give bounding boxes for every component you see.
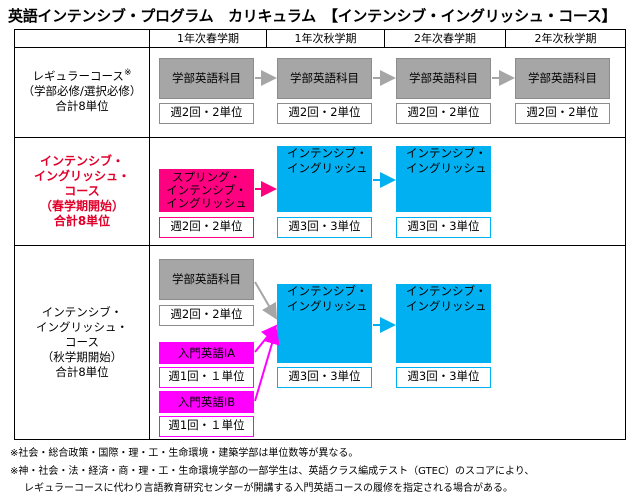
spring-box-line1: スプリング・ [172, 170, 241, 184]
intensive-english-unit-spring-1: 週3回・3単位 [277, 217, 372, 238]
regular-label-line1: レギュラーコース [32, 68, 124, 83]
regular-label-line2: （学部必修/選択必修） [22, 83, 142, 98]
spring-label-line2: イングリッシュ・ [33, 169, 130, 183]
faculty-english-unit-1: 週2回・2単位 [159, 103, 254, 124]
regular-label-line3: 合計8単位 [55, 98, 109, 113]
spring-box-line2: インテンシブ・ [166, 183, 247, 197]
box-label: 学部英語科目 [172, 71, 241, 85]
intensive-line2: イングリッシュ [406, 161, 487, 175]
intensive-english-box-autumn-1: インテンシブ・ イングリッシュ [277, 284, 372, 363]
box-label: 学部英語科目 [290, 71, 359, 85]
header-divider-2 [384, 29, 385, 48]
spring-label-line1: インテンシブ・ [39, 154, 124, 168]
faculty-english-box-3: 学部英語科目 [396, 58, 491, 99]
autumn-intensive-label: インテンシブ・ イングリッシュ・ コース （秋学期開始） 合計8単位 [15, 305, 149, 380]
autumn-label-line3: コース [65, 335, 99, 349]
autumn-label-line4: （秋学期開始） [41, 350, 123, 364]
note-1: ※社会・総合政策・国際・理・工・生命環境・建築学部は単位数等が異なる。 [10, 448, 359, 459]
page-title: 英語インテンシブ・プログラム カリキュラム 【インテンシブ・イングリッシュ・コー… [8, 7, 617, 25]
spring-intensive-box: スプリング・ インテンシブ・ イングリッシュ [159, 169, 254, 212]
arrow-autumn-faculty [254, 281, 278, 320]
faculty-english-unit-4: 週2回・2単位 [515, 103, 610, 124]
faculty-english-unit-3: 週2回・2単位 [396, 103, 491, 124]
faculty-english-box-2: 学部英語科目 [277, 58, 372, 99]
row-divider-1 [14, 137, 626, 138]
intensive-line2: イングリッシュ [287, 161, 368, 175]
intro-english-1a-unit: 週1回・１単位 [159, 367, 254, 388]
note-3: レギュラーコースに代わり言語教育研究センターが開講する入門英語コースの履修を指定… [24, 483, 513, 494]
intensive-english-box-spring-2: インテンシブ・ イングリッシュ [396, 146, 491, 212]
faculty-english-unit-2: 週2回・2単位 [277, 103, 372, 124]
intro-english-1b-unit: 週1回・１単位 [159, 416, 254, 437]
intensive-line1: インテンシブ・ [287, 146, 368, 160]
header-year2-spring: 2年次春学期 [414, 32, 476, 45]
box-label: 学部英語科目 [409, 71, 478, 85]
spring-intensive-unit: 週2回・2単位 [159, 217, 254, 238]
note-2: ※神・社会・法・経済・商・理・工・生命環境学部の一部学生は、英語クラス編成テスト… [10, 466, 535, 477]
autumn-label-line2: イングリッシュ・ [36, 320, 128, 334]
faculty-english-box-4: 学部英語科目 [515, 58, 610, 99]
intensive-line1: インテンシブ・ [406, 284, 487, 298]
intensive-english-unit-spring-2: 週3回・3単位 [396, 217, 491, 238]
regular-label-mark: ※ [123, 68, 132, 78]
row-divider-2 [14, 245, 626, 246]
faculty-english-unit-autumn: 週2回・2単位 [159, 305, 254, 326]
faculty-english-box-1: 学部英語科目 [159, 58, 254, 99]
intro-english-1a-box: 入門英語ⅠA [159, 342, 254, 364]
curriculum-table [14, 29, 626, 440]
spring-label-line3: コース [64, 184, 100, 198]
label-column-divider [149, 29, 150, 440]
intensive-line1: インテンシブ・ [287, 284, 368, 298]
spring-intensive-label: インテンシブ・ イングリッシュ・ コース （春学期開始） 合計8単位 [15, 154, 149, 229]
intensive-line2: イングリッシュ [287, 299, 368, 313]
autumn-label-line5: 合計8単位 [55, 365, 109, 379]
intensive-line1: インテンシブ・ [406, 146, 487, 160]
header-year2-autumn: 2年次秋学期 [534, 32, 597, 45]
intro-english-1b-box: 入門英語ⅠB [159, 391, 254, 413]
header-year1-autumn: 1年次秋学期 [294, 32, 357, 45]
spring-box-line3: イングリッシュ [166, 196, 247, 210]
box-label: 学部英語科目 [528, 71, 597, 85]
box-label: 入門英語ⅠA [177, 345, 236, 360]
header-divider-1 [266, 29, 267, 48]
autumn-label-line1: インテンシブ・ [41, 305, 123, 319]
header-divider-3 [505, 29, 506, 48]
spring-label-line5: 合計8単位 [53, 214, 111, 228]
box-label: 入門英語ⅠB [177, 394, 236, 409]
faculty-english-box-autumn: 学部英語科目 [159, 259, 254, 300]
spring-label-line4: （春学期開始） [39, 199, 124, 213]
intensive-english-box-autumn-2: インテンシブ・ イングリッシュ [396, 284, 491, 363]
arrow-autumn-intro-b [254, 328, 280, 402]
intensive-english-box-spring-1: インテンシブ・ イングリッシュ [277, 146, 372, 212]
intensive-english-unit-autumn-1: 週3回・3単位 [277, 367, 372, 388]
intensive-english-unit-autumn-2: 週3回・3単位 [396, 367, 491, 388]
header-year1-spring: 1年次春学期 [177, 32, 239, 45]
box-label: 学部英語科目 [172, 272, 241, 286]
header-divider [14, 47, 626, 48]
regular-course-label: レギュラーコース※ （学部必修/選択必修） 合計8単位 [15, 66, 149, 114]
intensive-line2: イングリッシュ [406, 299, 487, 313]
